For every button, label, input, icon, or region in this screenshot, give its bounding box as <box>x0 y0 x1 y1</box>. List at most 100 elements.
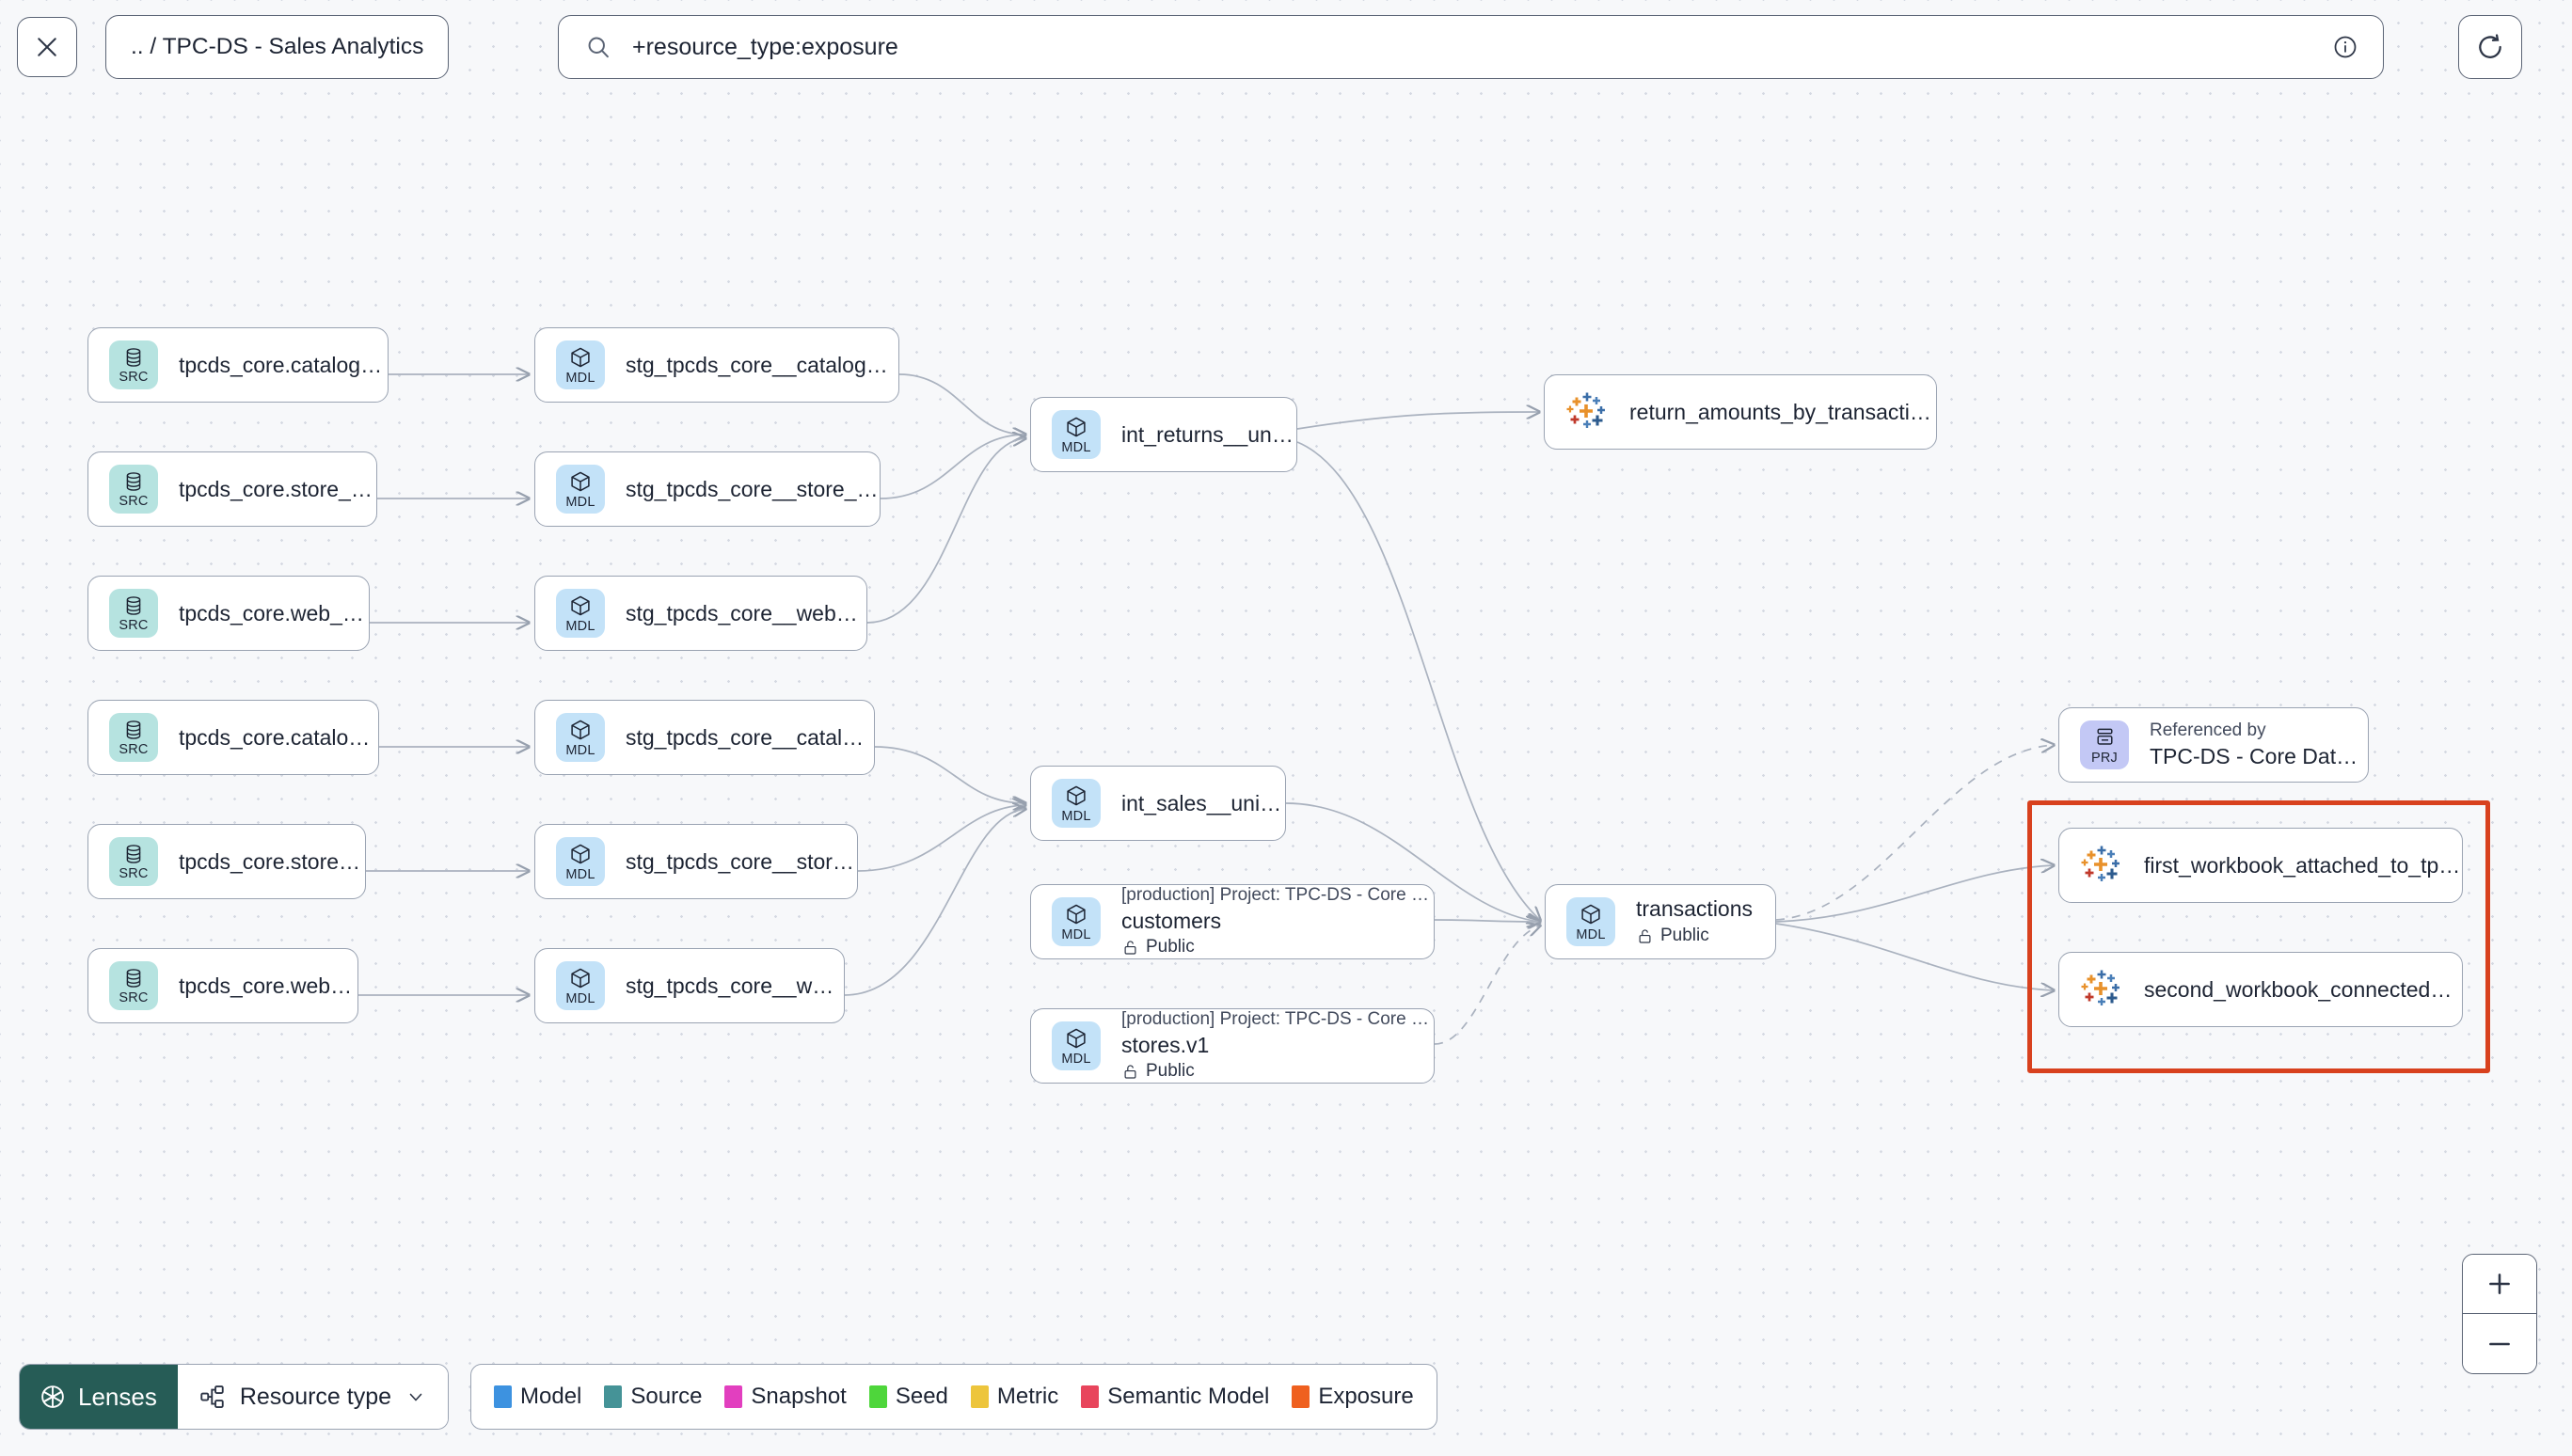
close-icon <box>38 38 56 56</box>
database-icon <box>126 595 141 615</box>
refresh-button[interactable] <box>2458 15 2522 79</box>
node-project-label: Referenced by <box>2150 720 2266 741</box>
cube-icon <box>1067 904 1086 924</box>
info-icon <box>2334 36 2357 58</box>
node-label: stg_tpcds_core__catalog_sales <box>626 724 874 750</box>
node-type-badge-src: SRC <box>109 961 158 1010</box>
project-icon <box>2096 728 2113 745</box>
node-type-badge-label: MDL <box>565 743 595 758</box>
node-access: Public <box>1121 1060 1434 1084</box>
node-type-badge-label: MDL <box>565 619 595 634</box>
legend-item-metric[interactable]: Metric <box>970 1384 1059 1410</box>
exposure-icon <box>1565 390 1609 434</box>
cube-icon <box>571 471 590 491</box>
graph-node-second_workbook[interactable]: second_workbook_connected_to_live… <box>2058 952 2463 1027</box>
node-type-badge-label: MDL <box>1061 1052 1091 1067</box>
node-label: tpcds_core.catalog_returns <box>179 352 388 377</box>
legend-label: Source <box>630 1384 703 1409</box>
node-type-badge-label: SRC <box>119 618 149 633</box>
unlock-icon <box>1124 1065 1136 1079</box>
graph-node-stg_catalog_sales[interactable]: MDL stg_tpcds_core__catalog_sales <box>534 700 875 775</box>
node-type-badge-label: SRC <box>119 370 149 385</box>
resource-type-legend: Model Source Snapshot Seed Metric Semant… <box>470 1364 1437 1430</box>
node-type-badge-mdl: MDL <box>1566 897 1615 946</box>
graph-node-src_web_returns[interactable]: SRC tpcds_core.web_returns <box>87 576 370 651</box>
node-label: tpcds_core.web_sales <box>179 973 357 998</box>
node-label: tpcds_core.web_returns <box>179 600 369 625</box>
graph-node-first_workbook[interactable]: first_workbook_attached_to_tpc-ds_-_… <box>2058 828 2463 903</box>
legend-item-exposure[interactable]: Exposure <box>1292 1384 1414 1410</box>
legend-item-model[interactable]: Model <box>494 1384 581 1410</box>
node-type-badge-prj: PRJ <box>2080 720 2129 769</box>
node-text: int_returns__unioned <box>1121 421 1296 449</box>
graph-node-src_web_sales[interactable]: SRC tpcds_core.web_sales <box>87 948 358 1023</box>
node-text: [production] Project: TPC-DS - Core Data… <box>1121 884 1434 959</box>
unlock-icon <box>1639 929 1651 943</box>
cube-icon <box>571 347 590 367</box>
node-text: stg_tpcds_core__web_sales <box>626 973 844 1000</box>
node-type-badge-label: MDL <box>1061 927 1091 942</box>
graph-node-stores_v1[interactable]: MDL [production] Project: TPC-DS - Core D… <box>1030 1008 1435 1084</box>
cube-icon <box>571 844 590 863</box>
cube-icon <box>1067 417 1086 436</box>
node-label: stg_tpcds_core__catalog_returns <box>626 352 898 377</box>
node-type-badge-src: SRC <box>109 589 158 638</box>
lenses-button[interactable]: Lenses <box>20 1365 178 1429</box>
legend-swatch <box>1292 1385 1310 1408</box>
resource-type-dropdown[interactable]: Resource type <box>177 1365 449 1429</box>
plus-icon <box>2489 1274 2510 1294</box>
node-type-badge-label: SRC <box>119 990 149 1005</box>
node-label: return_amounts_by_transaction_type <box>1629 399 1936 424</box>
node-text: return_amounts_by_transaction_type <box>1629 399 1936 426</box>
minus-icon <box>2489 1342 2510 1345</box>
zoom-out-button[interactable] <box>2463 1314 2536 1373</box>
legend-label: Exposure <box>1318 1384 1414 1409</box>
node-access: Public <box>1636 925 1753 948</box>
node-type-badge-mdl: MDL <box>556 589 605 638</box>
cube-icon <box>1581 904 1600 924</box>
node-project-label: [production] Project: TPC-DS - Core Data… <box>1121 1008 1434 1029</box>
breadcrumb[interactable]: .. / TPC-DS - Sales Analytics <box>105 15 450 79</box>
legend-item-snapshot[interactable]: Snapshot <box>724 1384 847 1410</box>
legend-item-semantic-model[interactable]: Semantic Model <box>1081 1384 1269 1410</box>
node-label: stores.v1 <box>1121 1032 1210 1057</box>
legend-label: Metric <box>996 1384 1059 1409</box>
graph-node-customers[interactable]: MDL [production] Project: TPC-DS - Core D… <box>1030 884 1435 959</box>
legend-label: Seed <box>895 1384 948 1409</box>
node-text: tpcds_core.catalog_returns <box>179 352 388 379</box>
close-button[interactable] <box>17 17 77 77</box>
cube-icon <box>571 968 590 988</box>
node-type-badge-src: SRC <box>109 340 158 389</box>
node-text: stg_tpcds_core__store_returns <box>626 476 880 503</box>
legend-item-source[interactable]: Source <box>604 1384 702 1410</box>
graph-node-return_amounts_by_transaction_type[interactable]: return_amounts_by_transaction_type <box>1544 374 1937 450</box>
cube-icon <box>571 595 590 615</box>
node-type-badge-label: SRC <box>119 494 149 509</box>
graph-node-src_catalog_returns[interactable]: SRC tpcds_core.catalog_returns <box>87 327 389 403</box>
search-input[interactable]: +resource_type:exposure <box>632 33 898 60</box>
search-bar[interactable]: +resource_type:exposure <box>558 15 2384 79</box>
node-type-badge-src: SRC <box>109 713 158 762</box>
node-type-badge-src: SRC <box>109 837 158 886</box>
zoom-in-button[interactable] <box>2463 1255 2536 1314</box>
legend-item-seed[interactable]: Seed <box>868 1384 948 1410</box>
search-icon <box>588 37 609 58</box>
node-text: stg_tpcds_core__catalog_sales <box>626 724 874 752</box>
zoom-controls[interactable] <box>2462 1254 2537 1374</box>
legend-swatch <box>970 1385 989 1408</box>
legend-swatch <box>604 1385 623 1408</box>
